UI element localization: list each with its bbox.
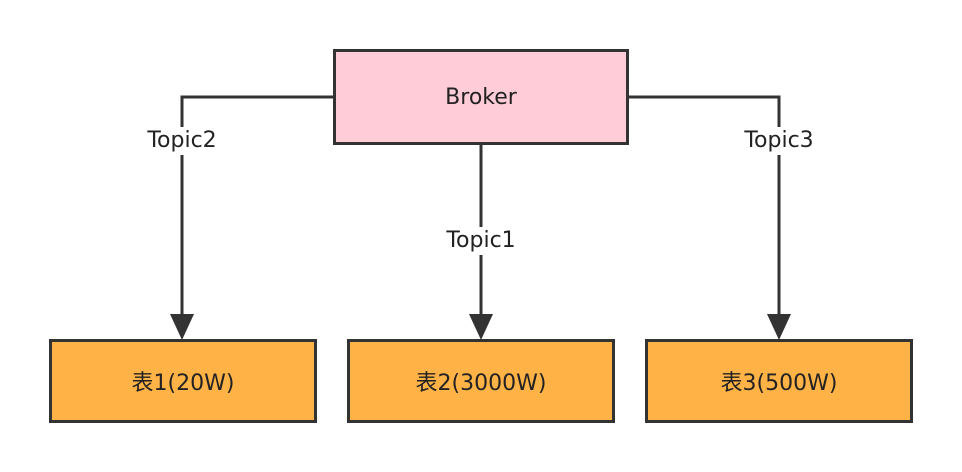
edge-label-topic3: Topic3 xyxy=(742,127,816,155)
table-node-2: 表2(3000W) xyxy=(347,339,615,423)
table-label-2: 表2(3000W) xyxy=(415,371,547,396)
table-node-3: 表3(500W) xyxy=(645,339,913,423)
edge-label-topic2: Topic2 xyxy=(145,127,219,155)
connector-topic3 xyxy=(628,95,781,316)
arrowhead-topic1 xyxy=(469,314,493,340)
broker-node: Broker xyxy=(333,49,629,145)
edge-label-topic1: Topic1 xyxy=(444,227,518,255)
arrowhead-topic2 xyxy=(170,314,194,340)
arrowhead-topic3 xyxy=(767,314,791,340)
table-label-3: 表3(500W) xyxy=(720,371,838,396)
table-node-1: 表1(20W) xyxy=(49,339,317,423)
broker-label: Broker xyxy=(445,84,517,110)
connector-topic2 xyxy=(180,95,334,316)
table-label-1: 表1(20W) xyxy=(131,371,235,396)
